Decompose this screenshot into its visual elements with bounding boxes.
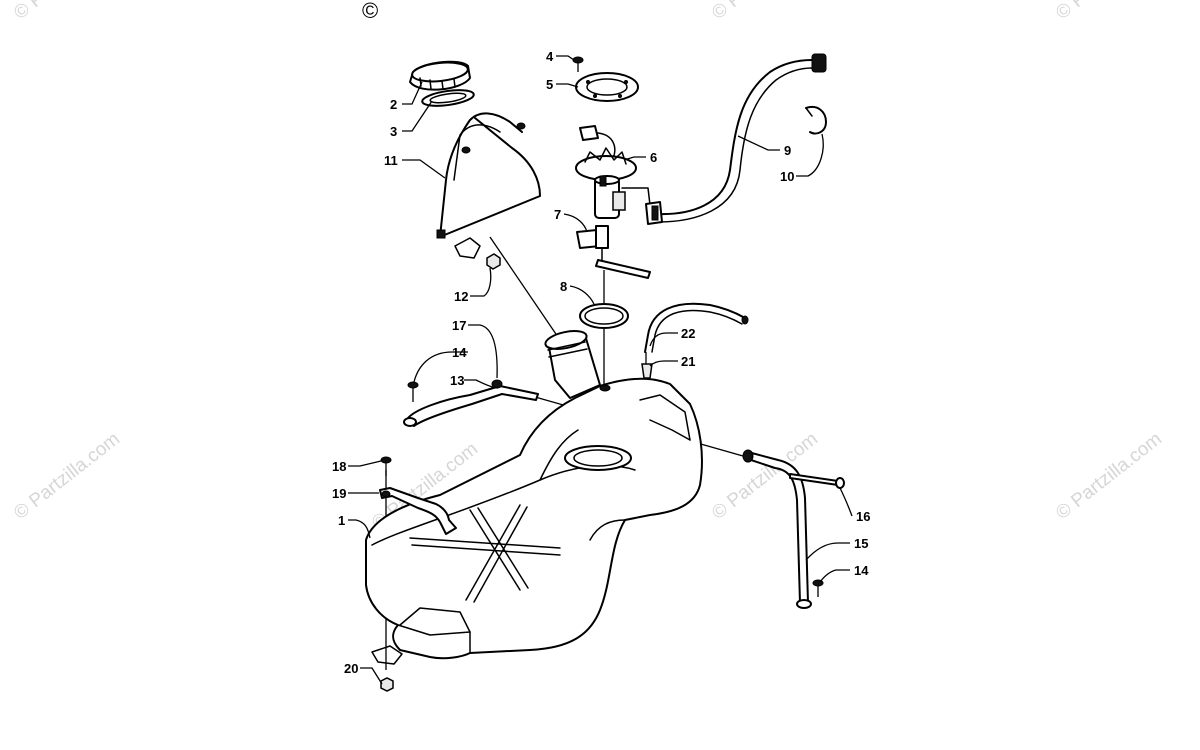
screw [812, 579, 824, 597]
watermark-text: © Partzilla.com [1052, 0, 1166, 24]
watermark-text: © Partzilla.com [10, 0, 124, 24]
callout-label: 18 [332, 459, 346, 474]
fuel-tank [365, 330, 703, 660]
fuel-hose [645, 53, 827, 225]
fuel-cap [409, 60, 471, 91]
callout-label: 15 [854, 536, 868, 551]
fitting [641, 363, 653, 379]
nut [454, 237, 501, 270]
screw [572, 56, 584, 72]
callout-label: 12 [454, 289, 468, 304]
grommet [371, 645, 403, 665]
o-ring [579, 303, 629, 329]
callout-label: 10 [780, 169, 794, 184]
callout-label: 16 [856, 509, 870, 524]
callout-label: 8 [560, 279, 567, 294]
callout-label: 11 [384, 153, 398, 168]
callout-label: 4 [546, 49, 554, 64]
vent-tube [644, 302, 749, 353]
strap [379, 487, 457, 535]
callout-label: 17 [452, 318, 466, 333]
watermark-text: © Partzilla.com [1052, 429, 1166, 524]
callout-label: 14 [452, 345, 467, 360]
callout-label: 19 [332, 486, 346, 501]
callout-label: 22 [681, 326, 695, 341]
bolt [789, 473, 845, 489]
callout-label: 14 [854, 563, 869, 578]
mounting-bracket [403, 379, 539, 427]
leader-lines [348, 55, 853, 685]
callout-label: 6 [650, 150, 657, 165]
cap-gasket [421, 89, 475, 107]
copyright-mark: © [362, 0, 378, 23]
bolt [407, 381, 419, 402]
nut [380, 677, 394, 692]
callout-label: 7 [554, 207, 561, 222]
callout-label: 1 [338, 513, 345, 528]
callout-label: 5 [546, 77, 553, 92]
callout-label: 13 [450, 373, 464, 388]
fuel-pump-assembly [575, 125, 651, 279]
callout-label: 9 [784, 143, 791, 158]
callout-label: 20 [344, 661, 358, 676]
callout-numbers: 1 2 3 4 5 6 7 8 9 10 11 12 13 14 14 15 1… [332, 49, 870, 676]
watermark-text: © Partzilla.com [708, 0, 822, 24]
strap [742, 449, 812, 609]
watermark-text: © Partzilla.com [10, 429, 124, 524]
bolt [380, 456, 392, 476]
hose-clamp [805, 106, 827, 135]
retainer-plate [575, 72, 639, 102]
callout-label: 2 [390, 97, 397, 112]
callout-label: 3 [390, 124, 397, 139]
vent-tube [436, 112, 541, 239]
callout-label: 21 [681, 354, 695, 369]
